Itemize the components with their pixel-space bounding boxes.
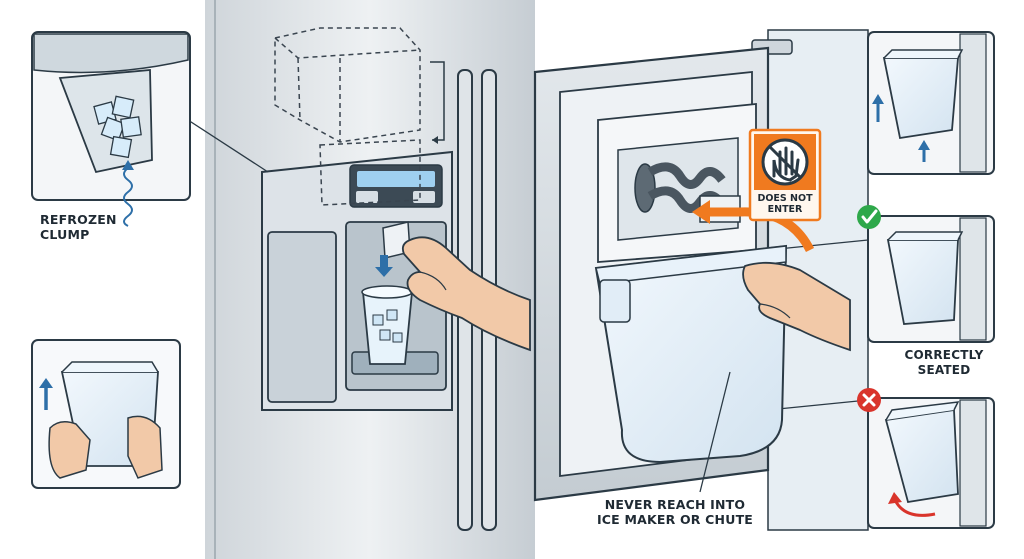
do-not-enter-sign xyxy=(748,128,822,222)
sign-label-line-2: ENTER xyxy=(767,204,803,215)
label-correct-line-1: CORRECTLY xyxy=(904,348,984,362)
inset-incorrectly-seated xyxy=(867,397,995,529)
inset-refrozen-clump xyxy=(31,31,191,227)
sign-label: DOES NOT ENTER xyxy=(754,193,816,215)
inset-bin-install xyxy=(867,31,995,175)
label-never-line-2: ICE MAKER OR CHUTE xyxy=(596,512,754,527)
label-correctly-seated: CORRECTLY SEATED xyxy=(884,348,1004,378)
open-freezer-door xyxy=(533,29,869,531)
label-never-line-1: NEVER REACH INTO xyxy=(604,497,746,512)
x-icon xyxy=(857,388,881,412)
sign-label-line-1: DOES NOT xyxy=(757,193,813,204)
label-refrozen-line-1: REFROZEN xyxy=(40,212,117,227)
check-icon xyxy=(857,205,881,229)
label-never-reach: NEVER REACH INTO ICE MAKER OR CHUTE xyxy=(575,497,775,527)
inset-lift-bin xyxy=(31,339,181,489)
label-correct-line-2: SEATED xyxy=(917,363,971,377)
leader-line xyxy=(187,119,269,173)
inset-correctly-seated xyxy=(867,215,995,343)
label-refrozen-line-2: CLUMP xyxy=(40,227,90,242)
label-refrozen-clump: REFROZEN CLUMP xyxy=(40,212,117,242)
refrigerator-front xyxy=(205,0,535,559)
